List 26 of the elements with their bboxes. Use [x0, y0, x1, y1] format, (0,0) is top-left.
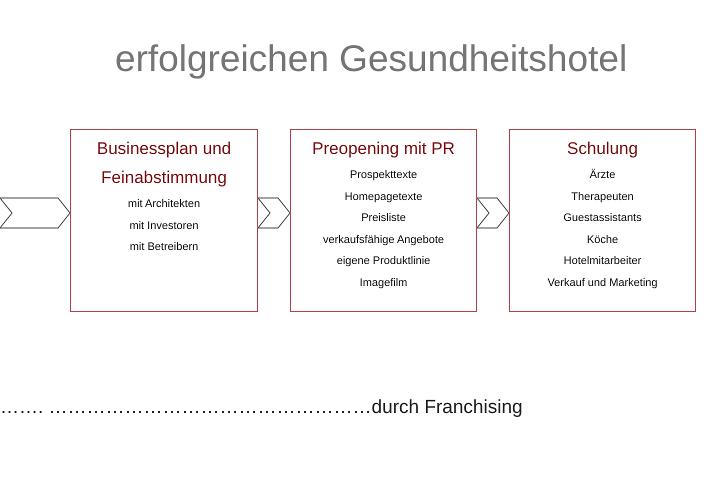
- box-heading: Businessplan und Feinabstimmung: [96, 138, 232, 189]
- chevron-arrow: [256, 198, 291, 228]
- list-item: Homepagetexte: [344, 190, 422, 205]
- chevron-arrow: [476, 198, 510, 228]
- list-item: mit Investoren: [129, 218, 199, 234]
- list-item: Imagefilm: [360, 276, 408, 291]
- list-item: Preisliste: [361, 211, 406, 226]
- list-item: Hotelmitarbeiter: [564, 254, 642, 270]
- box-heading: Schulung: [566, 138, 639, 160]
- list-item: Köche: [586, 232, 618, 248]
- list-item: verkaufsfähige Angebote: [322, 232, 444, 248]
- process-box: [70, 129, 258, 312]
- list-item: mit Betreibern: [130, 240, 198, 256]
- process-box: [509, 129, 696, 312]
- list-item: Therapeuten: [571, 190, 634, 205]
- list-item: Ärzte: [590, 168, 616, 183]
- chevron-arrow: [0, 198, 71, 228]
- list-item: Verkauf und Marketing: [547, 276, 658, 291]
- box-heading: Preopening mit PR: [311, 138, 456, 160]
- list-item: eigene Produktlinie: [336, 254, 430, 270]
- process-box: [290, 129, 477, 312]
- list-item: mit Architekten: [128, 197, 200, 212]
- note-text: ……. ……………………………………………durch Franchising: [0, 397, 523, 419]
- list-item: Prospekttexte: [350, 168, 418, 183]
- list-item: Guestassistants: [563, 211, 642, 226]
- diagram-title: erfolgreichen Gesundheitshotel: [115, 38, 628, 80]
